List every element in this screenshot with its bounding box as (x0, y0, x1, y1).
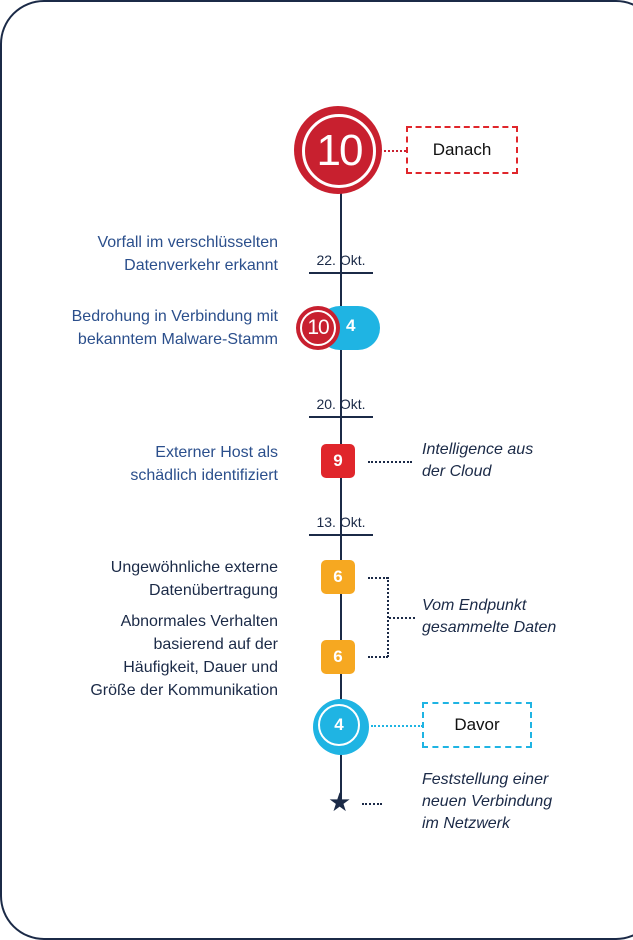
date-20-okt: 20. Okt. (316, 396, 366, 412)
event-abnormal: Abnormales Verhalten basierend auf der H… (90, 613, 278, 699)
combo-red-circle: 10 (296, 306, 340, 350)
note-endpoint: Vom Endpunkt gesammelte Daten (422, 597, 557, 636)
star-connector (362, 803, 382, 805)
endpoint-connector-top (368, 577, 388, 579)
after-label: Danach (432, 140, 492, 159)
after-connector (384, 150, 406, 152)
event-ungewoehnlich: Ungewöhnliche externe Datenübertragung (110, 559, 278, 599)
event-externer-host: Externer Host als schädlich identifizier… (130, 444, 278, 484)
combo-red-score: 10 (307, 316, 329, 339)
before-connector (371, 725, 423, 727)
before-score: 4 (334, 715, 344, 734)
endpoint-connector-vertical (387, 577, 389, 657)
before-score-circle: 4 (313, 699, 369, 755)
endpoint-connector-mid (389, 617, 415, 619)
event-bedrohung: Bedrohung in Verbindung mit bekanntem Ma… (71, 308, 278, 348)
date-22-okt: 22. Okt. (316, 252, 366, 268)
note-cloud: Intelligence aus der Cloud (422, 441, 534, 480)
before-label-box: Davor (422, 702, 532, 748)
cloud-connector (368, 461, 412, 463)
date-bar-1 (309, 272, 373, 274)
date-bar-2 (309, 416, 373, 418)
combo-blue-score: 4 (346, 316, 356, 335)
after-score: 10 (316, 126, 364, 175)
event-vorfall: Vorfall im verschlüsselten Datenverkehr … (97, 234, 278, 274)
endpoint-connector-bottom (368, 656, 388, 658)
before-label: Davor (454, 715, 500, 734)
score-6-square-2: 6 (321, 640, 355, 674)
score-6-square-1: 6 (321, 560, 355, 594)
score-9-square: 9 (321, 444, 355, 478)
date-13-okt: 13. Okt. (316, 514, 366, 530)
note-star: Feststellung einer neuen Verbindung im N… (422, 771, 553, 832)
after-score-circle: 10 (294, 106, 382, 194)
after-label-box: Danach (406, 126, 518, 174)
date-bar-3 (309, 534, 373, 536)
star-icon: ★ (328, 787, 352, 817)
